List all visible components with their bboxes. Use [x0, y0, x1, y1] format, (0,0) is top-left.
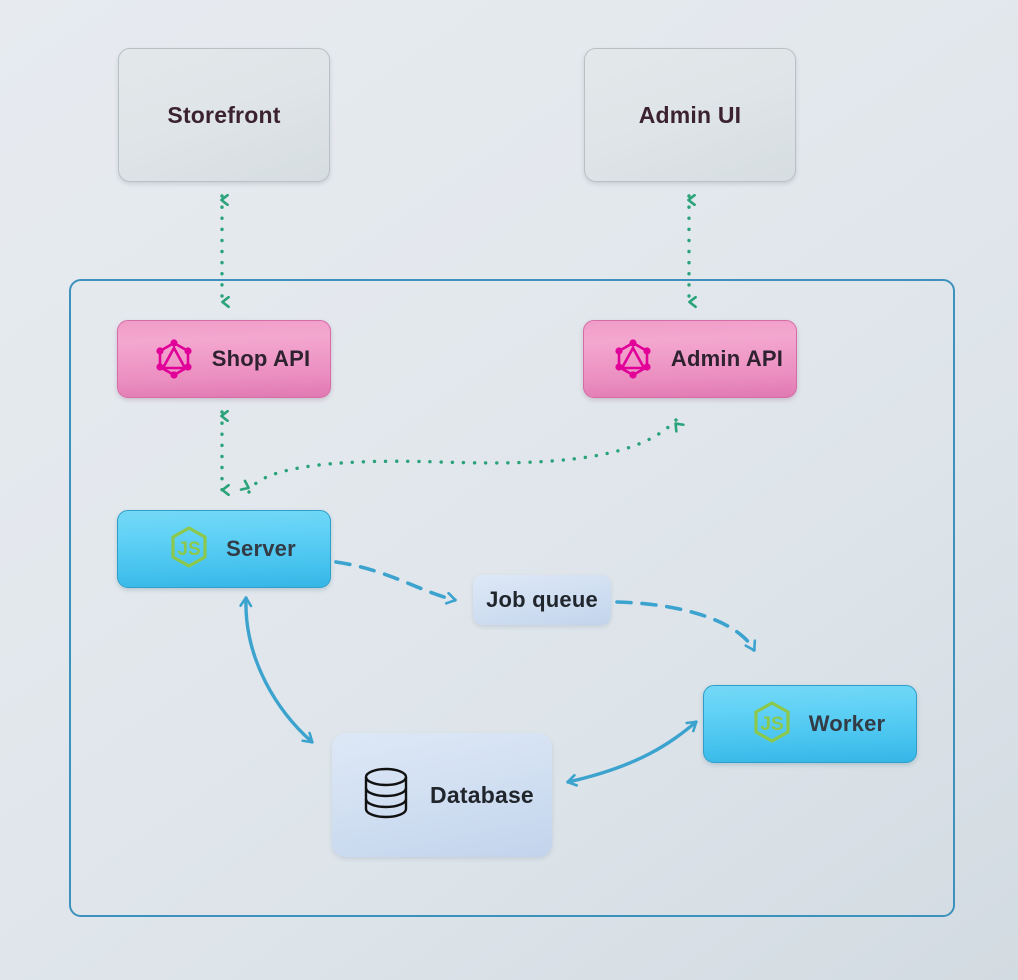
node-storefront-label: Storefront: [167, 101, 281, 128]
node-server-label: Server: [226, 536, 296, 561]
node-admin-api[interactable]: Admin API: [583, 320, 797, 398]
node-worker[interactable]: JS Worker: [703, 685, 917, 763]
node-storefront[interactable]: Storefront: [118, 48, 330, 182]
server-group-container: [69, 279, 955, 917]
node-shop-api-label: Shop API: [211, 346, 311, 371]
graphql-icon: [611, 335, 655, 384]
node-job-queue[interactable]: Job queue: [473, 575, 611, 625]
nodejs-icon: JS: [166, 524, 212, 575]
node-job-queue-label: Job queue: [486, 587, 598, 612]
node-admin-api-label: Admin API: [670, 346, 784, 371]
node-database[interactable]: Database: [332, 733, 552, 857]
node-admin-ui[interactable]: Admin UI: [584, 48, 796, 182]
node-shop-api[interactable]: Shop API: [117, 320, 331, 398]
nodejs-icon: JS: [749, 699, 795, 750]
node-worker-label: Worker: [808, 711, 886, 736]
graphql-icon: [152, 335, 196, 384]
svg-text:JS: JS: [178, 539, 201, 560]
node-server[interactable]: JS Server: [117, 510, 331, 588]
node-database-label: Database: [430, 781, 534, 808]
svg-text:JS: JS: [760, 714, 783, 735]
database-icon: [360, 765, 412, 826]
node-admin-ui-label: Admin UI: [638, 101, 742, 128]
